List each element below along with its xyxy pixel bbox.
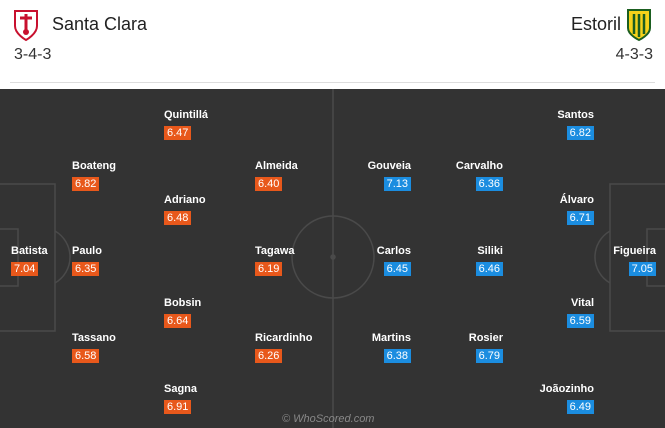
away-player-vital[interactable]: Vital 6.59	[566, 297, 594, 328]
player-name: Paulo	[72, 245, 102, 257]
santa-clara-badge-icon	[14, 10, 38, 42]
watermark: © WhoScored.com	[282, 413, 375, 425]
home-player-paulo[interactable]: Paulo 6.35	[72, 245, 102, 276]
estoril-badge-icon	[627, 9, 651, 42]
player-name: Vital	[570, 297, 594, 309]
away-player-santos[interactable]: Santos 6.82	[557, 109, 594, 140]
home-player-tagawa[interactable]: Tagawa 6.19	[255, 245, 295, 276]
player-rating-badge: 7.04	[11, 262, 39, 276]
home-player-almeida[interactable]: Almeida 6.40	[255, 160, 298, 191]
player-rating-badge: 6.79	[475, 349, 503, 363]
player-name: Tassano	[72, 332, 116, 344]
player-rating-badge: 6.59	[566, 314, 594, 328]
player-rating-badge: 6.64	[164, 314, 192, 328]
player-rating-badge: 7.13	[383, 177, 411, 191]
home-player-sagna[interactable]: Sagna 6.91	[164, 383, 197, 414]
player-name: Bobsin	[164, 297, 202, 309]
player-rating-badge: 6.91	[164, 400, 192, 414]
player-rating-badge: 6.47	[164, 126, 192, 140]
player-rating-badge: 6.49	[566, 400, 594, 414]
player-name: Figueira	[613, 245, 656, 257]
player-rating-badge: 6.36	[475, 177, 503, 191]
player-name: Rosier	[468, 332, 503, 344]
player-name: Almeida	[255, 160, 298, 172]
player-name: Ricardinho	[255, 332, 313, 344]
away-player-carvalho[interactable]: Carvalho 6.36	[456, 160, 503, 191]
player-rating-badge: 6.38	[383, 349, 411, 363]
player-name: Adriano	[164, 194, 206, 206]
player-name: Carlos	[376, 245, 411, 257]
player-rating-badge: 6.19	[255, 262, 283, 276]
player-rating-badge: 6.82	[72, 177, 100, 191]
match-header: Santa Clara 3-4-3 Estoril 4-3-3	[0, 0, 665, 83]
player-rating-badge: 6.58	[72, 349, 100, 363]
player-name: Sagna	[164, 383, 198, 395]
away-formation: 4-3-3	[615, 46, 653, 63]
player-rating-badge: 6.46	[475, 262, 503, 276]
player-name: Quintillá	[164, 109, 208, 121]
player-rating-badge: 6.48	[164, 211, 192, 225]
player-name: Martins	[371, 332, 411, 344]
pitch: Batista 7.04 Paulo 6.35 Boateng 6.82 Tas…	[0, 89, 665, 428]
away-player-martins[interactable]: Martins 6.38	[372, 332, 411, 363]
away-player-rosier[interactable]: Rosier 6.79	[469, 332, 503, 363]
home-player-adriano[interactable]: Adriano 6.48	[164, 194, 206, 225]
home-player-bobsin[interactable]: Bobsin 6.64	[164, 297, 201, 328]
player-rating-badge: 6.71	[566, 211, 594, 225]
player-rating-badge: 6.45	[383, 262, 411, 276]
home-player-batista[interactable]: Batista 7.04	[11, 245, 48, 276]
home-player-ricardinho[interactable]: Ricardinho 6.26	[255, 332, 312, 363]
home-player-quintilla[interactable]: Quintillá 6.47	[164, 109, 208, 140]
player-name: Siliki	[477, 245, 503, 257]
away-player-siliki[interactable]: Siliki 6.46	[475, 245, 503, 276]
player-name: Carvalho	[455, 160, 503, 172]
away-player-carlos[interactable]: Carlos 6.45	[377, 245, 411, 276]
home-player-tassano[interactable]: Tassano 6.58	[72, 332, 116, 363]
away-player-joaozinho[interactable]: Joãozinho 6.49	[540, 383, 594, 414]
header-divider	[10, 82, 655, 83]
away-team-name: Estoril	[570, 14, 621, 34]
home-formation: 3-4-3	[14, 46, 52, 63]
player-rating-badge: 6.40	[255, 177, 283, 191]
player-rating-badge: 6.82	[566, 126, 594, 140]
away-player-alvaro[interactable]: Álvaro 6.71	[560, 194, 594, 225]
player-name: Gouveia	[367, 160, 411, 172]
pitch-markings	[0, 89, 665, 428]
player-name: Santos	[557, 109, 594, 121]
home-team-name: Santa Clara	[52, 14, 148, 34]
player-name: Batista	[11, 245, 48, 257]
away-player-gouveia[interactable]: Gouveia 7.13	[368, 160, 411, 191]
player-name: Boateng	[72, 160, 116, 172]
player-name: Tagawa	[255, 245, 295, 257]
home-player-boateng[interactable]: Boateng 6.82	[72, 160, 116, 191]
player-rating-badge: 6.35	[72, 262, 100, 276]
away-player-figueira[interactable]: Figueira 7.05	[613, 245, 656, 276]
player-rating-badge: 7.05	[628, 262, 656, 276]
player-name: Álvaro	[559, 194, 594, 206]
player-rating-badge: 6.26	[255, 349, 283, 363]
player-name: Joãozinho	[539, 383, 594, 395]
